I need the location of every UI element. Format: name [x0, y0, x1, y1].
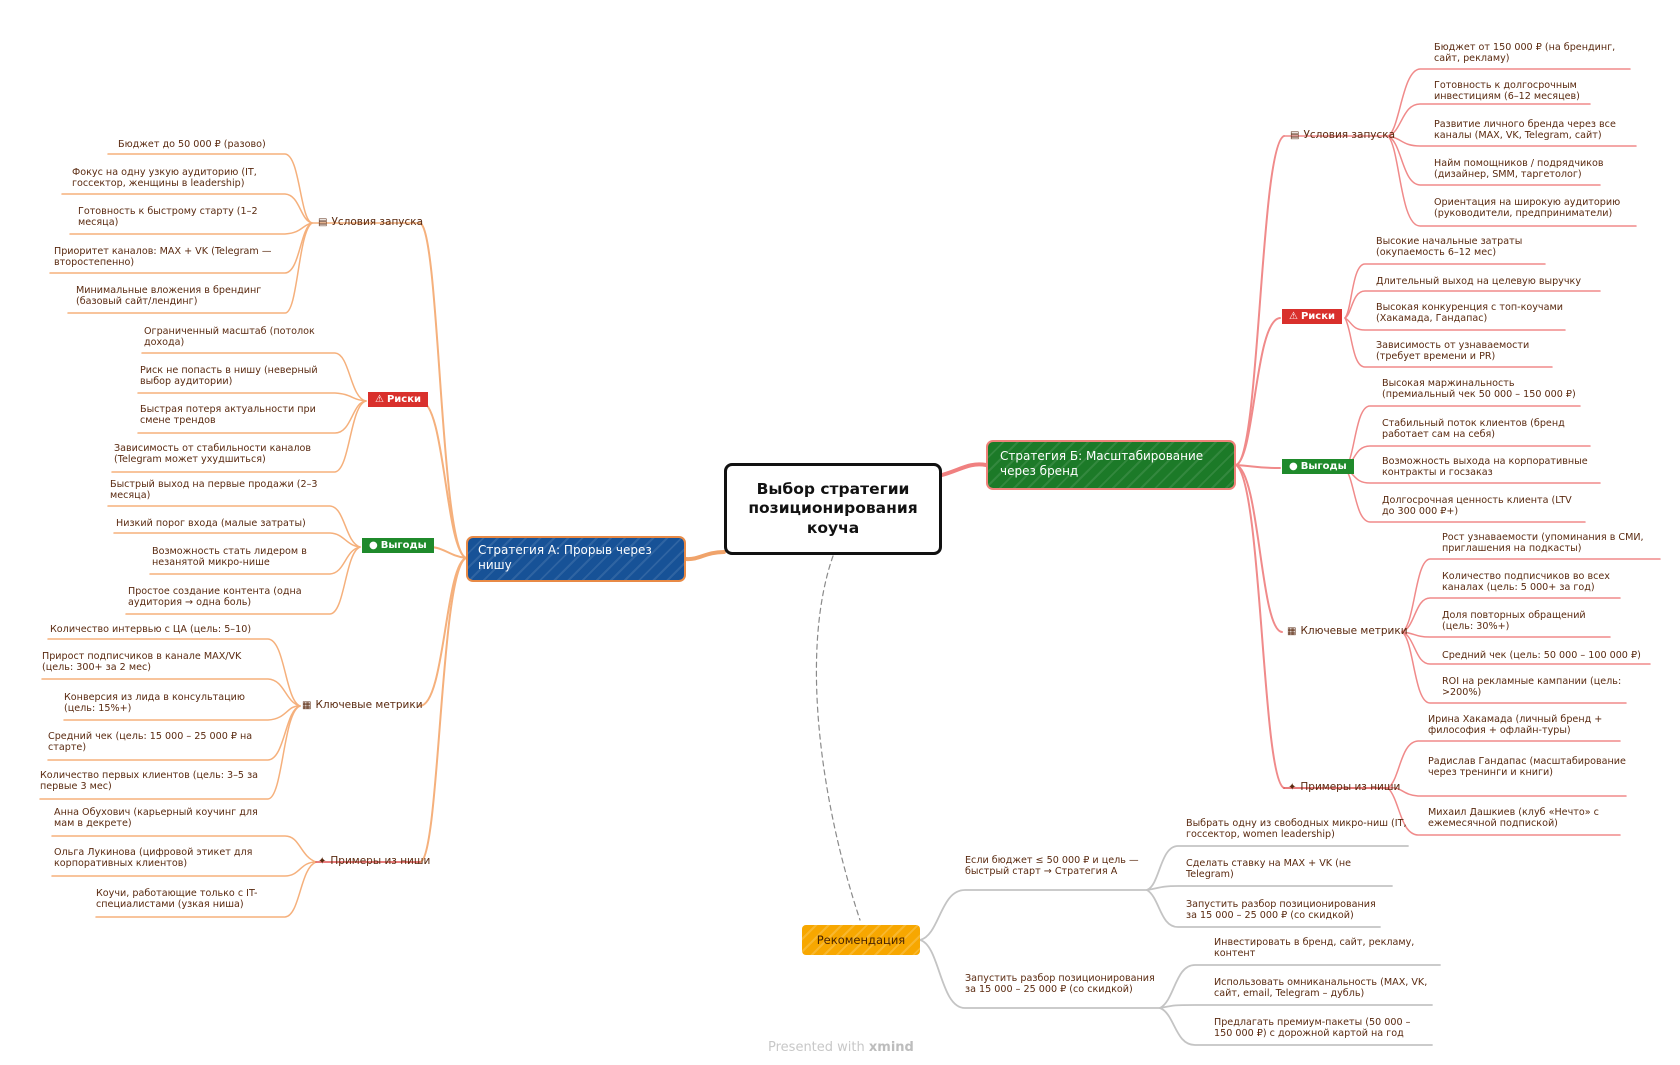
rec-item[interactable]: Инвестировать в бренд, сайт, рекламу, ко…	[1214, 937, 1415, 960]
a-benefit-item[interactable]: Возможность стать лидером в незанятой ми…	[152, 546, 307, 569]
strategy-b-title: Стратегия Б: Масштабирование через бренд	[1000, 449, 1204, 478]
b-condition-item[interactable]: Ориентация на широкую аудиторию (руковод…	[1434, 197, 1621, 220]
a-conditions-label: Условия запуска	[331, 216, 424, 228]
lightbulb-icon: ✦	[318, 856, 327, 867]
a-risks-topic[interactable]: ⚠Риски	[368, 392, 429, 407]
a-benefit-item[interactable]: Быстрый выход на первые продажи (2–3 мес…	[110, 479, 318, 502]
rec-item[interactable]: Сделать ставку на MAX + VK (не Telegram)	[1186, 858, 1352, 881]
lightbulb-icon: ✦	[1288, 782, 1297, 793]
b-metric-item[interactable]: ROI на рекламные кампании (цель: >200%)	[1442, 676, 1622, 699]
b-condition-item[interactable]: Готовность к долгосрочным инвестициям (6…	[1434, 80, 1580, 103]
a-examples-label: Примеры из ниши	[330, 855, 431, 867]
b-conditions-label: Условия запуска	[1303, 129, 1396, 141]
central-topic[interactable]: Выбор стратегии позиционирования коуча	[724, 463, 942, 555]
b-condition-item[interactable]: Бюджет от 150 000 ₽ (на брендинг, сайт, …	[1434, 42, 1616, 65]
a-risk-item[interactable]: Быстрая потеря актуальности при смене тр…	[140, 404, 316, 427]
b-metrics-label: Ключевые метрики	[1300, 625, 1408, 637]
b-example-item[interactable]: Радислав Гандапас (масштабирование через…	[1428, 756, 1626, 779]
a-risks-label: Риски	[386, 394, 422, 405]
a-risk-item[interactable]: Зависимость от стабильности каналов (Tel…	[114, 443, 312, 466]
xmind-logo: xmind	[868, 1040, 914, 1055]
chart-icon: ▦	[302, 700, 312, 711]
strategy-a-node[interactable]: Стратегия А: Прорыв через нишу	[466, 536, 686, 582]
b-risk-item[interactable]: Зависимость от узнаваемости (требует вре…	[1376, 340, 1530, 363]
strategy-a-title: Стратегия А: Прорыв через нишу	[478, 543, 652, 572]
b-conditions-topic[interactable]: ▤Условия запуска	[1290, 129, 1395, 141]
a-metric-item[interactable]: Количество интервью с ЦА (цель: 5–10)	[50, 624, 252, 635]
strategy-b-node[interactable]: Стратегия Б: Масштабирование через бренд	[986, 440, 1236, 490]
b-benefit-item[interactable]: Возможность выхода на корпоративные конт…	[1382, 456, 1588, 479]
a-condition-item[interactable]: Бюджет до 50 000 ₽ (разово)	[118, 139, 266, 150]
recommendation-node[interactable]: Рекомендация	[802, 925, 920, 955]
b-metric-item[interactable]: Доля повторных обращений (цель: 30%+)	[1442, 610, 1586, 633]
b-condition-item[interactable]: Найм помощников / подрядчиков (дизайнер,…	[1434, 158, 1604, 181]
b-examples-topic[interactable]: ✦Примеры из ниши	[1288, 781, 1400, 793]
a-example-item[interactable]: Коучи, работающие только с IT-специалист…	[96, 888, 258, 911]
warning-icon: ⚠	[1289, 311, 1298, 322]
a-metric-item[interactable]: Количество первых клиентов (цель: 3–5 за…	[40, 770, 259, 793]
a-benefit-item[interactable]: Простое создание контента (одна аудитори…	[128, 586, 302, 609]
b-benefits-label: Выгоды	[1300, 461, 1347, 472]
b-metric-item[interactable]: Количество подписчиков во всех каналах (…	[1442, 571, 1610, 594]
b-metrics-topic[interactable]: ▦Ключевые метрики	[1287, 625, 1408, 637]
a-benefits-topic[interactable]: ●Выгоды	[362, 538, 434, 553]
a-benefits-label: Выгоды	[380, 540, 427, 551]
clipboard-icon: ▤	[318, 217, 328, 228]
b-example-item[interactable]: Михаил Дашкиев (клуб «Нечто» с ежемесячн…	[1428, 807, 1599, 830]
b-metric-item[interactable]: Рост узнаваемости (упоминания в СМИ, при…	[1442, 532, 1644, 555]
a-example-item[interactable]: Анна Обухович (карьерный коучинг для мам…	[54, 807, 258, 830]
rec-branch-2[interactable]: Запустить разбор позиционирования за 15 …	[965, 973, 1155, 996]
a-metrics-topic[interactable]: ▦Ключевые метрики	[302, 699, 423, 711]
a-condition-item[interactable]: Готовность к быстрому старту (1–2 месяца…	[78, 206, 258, 229]
rec-branch-1[interactable]: Если бюджет ≤ 50 000 ₽ и цель — быстрый …	[965, 855, 1139, 878]
b-example-item[interactable]: Ирина Хакамада (личный бренд + философия…	[1428, 714, 1603, 737]
rec-item[interactable]: Выбрать одну из свободных микро-ниш (IT,…	[1186, 818, 1407, 841]
central-topic-label: Выбор стратегии позиционирования коуча	[748, 479, 918, 537]
a-metric-item[interactable]: Прирост подписчиков в канале MAX/VK (цел…	[42, 651, 242, 674]
money-bag-icon: ●	[1289, 461, 1298, 472]
a-condition-item[interactable]: Фокус на одну узкую аудиторию (IT, госсе…	[72, 167, 257, 190]
footer-prefix: Presented with	[768, 1040, 865, 1055]
a-condition-item[interactable]: Приоритет каналов: MAX + VK (Telegram — …	[54, 246, 272, 269]
rec-item[interactable]: Запустить разбор позиционирования за 15 …	[1186, 899, 1376, 922]
a-risk-item[interactable]: Ограниченный масштаб (потолок дохода)	[144, 326, 315, 349]
a-metrics-label: Ключевые метрики	[315, 699, 423, 711]
a-examples-topic[interactable]: ✦Примеры из ниши	[318, 855, 430, 867]
warning-icon: ⚠	[375, 394, 384, 405]
presented-with-watermark: Presented with xmind	[768, 1040, 914, 1055]
a-benefit-item[interactable]: Низкий порог входа (малые затраты)	[116, 518, 306, 529]
b-metric-item[interactable]: Средний чек (цель: 50 000 – 100 000 ₽)	[1442, 650, 1641, 661]
b-risk-item[interactable]: Высокая конкуренция с топ-коучами (Хакам…	[1376, 302, 1563, 325]
recommendation-title: Рекомендация	[816, 933, 906, 947]
a-metric-item[interactable]: Конверсия из лида в консультацию (цель: …	[64, 692, 245, 715]
a-metric-item[interactable]: Средний чек (цель: 15 000 – 25 000 ₽ на …	[48, 731, 253, 754]
chart-icon: ▦	[1287, 626, 1297, 637]
b-risk-item[interactable]: Высокие начальные затраты (окупаемость 6…	[1376, 236, 1523, 259]
b-risks-topic[interactable]: ⚠Риски	[1282, 309, 1343, 324]
a-conditions-topic[interactable]: ▤Условия запуска	[318, 216, 423, 228]
b-condition-item[interactable]: Развитие личного бренда через все каналы…	[1434, 119, 1616, 142]
b-risks-label: Риски	[1300, 311, 1336, 322]
b-risk-item[interactable]: Длительный выход на целевую выручку	[1376, 276, 1581, 287]
a-risk-item[interactable]: Риск не попасть в нишу (неверный выбор а…	[140, 365, 318, 388]
money-bag-icon: ●	[369, 540, 378, 551]
clipboard-icon: ▤	[1290, 130, 1300, 141]
a-condition-item[interactable]: Минимальные вложения в брендинг (базовый…	[76, 285, 262, 308]
b-benefit-item[interactable]: Долгосрочная ценность клиента (LTV до 30…	[1382, 495, 1572, 518]
b-benefit-item[interactable]: Высокая маржинальность (премиальный чек …	[1382, 378, 1576, 401]
b-benefits-topic[interactable]: ●Выгоды	[1282, 459, 1354, 474]
b-examples-label: Примеры из ниши	[1300, 781, 1401, 793]
a-example-item[interactable]: Ольга Лукинова (цифровой этикет для корп…	[54, 847, 253, 870]
rec-item[interactable]: Предлагать премиум-пакеты (50 000 – 150 …	[1214, 1017, 1411, 1040]
b-benefit-item[interactable]: Стабильный поток клиентов (бренд работае…	[1382, 418, 1565, 441]
rec-item[interactable]: Использовать омниканальность (MAX, VK, с…	[1214, 977, 1428, 1000]
